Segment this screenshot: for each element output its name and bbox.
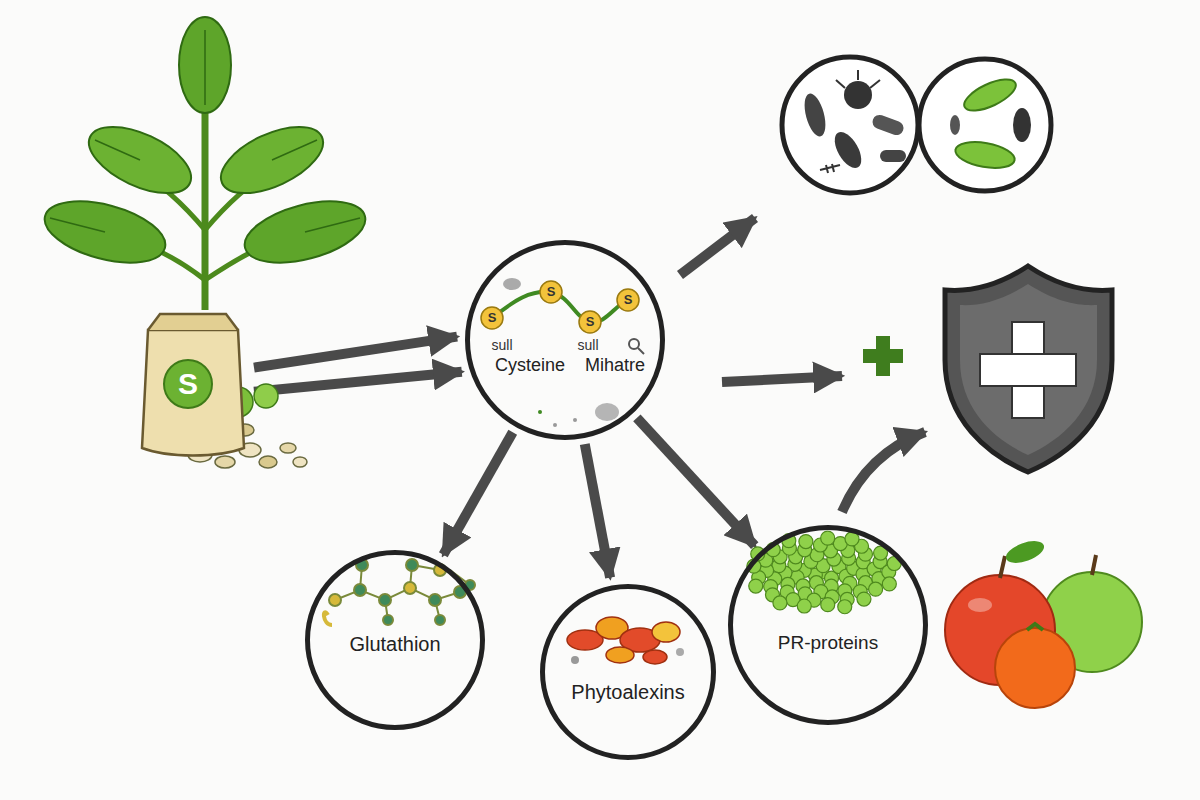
flow-arrow [585,444,610,578]
molecule-label: sull [577,338,598,353]
node-label: Cysteine [495,355,565,376]
plant [38,17,372,310]
atom-symbol: S [624,293,633,307]
process-circle: Glutathion [305,550,485,730]
flow-arrow [443,432,512,555]
flow-arrow [637,418,755,546]
atom-symbol: S [586,315,595,329]
atom-symbol: S [488,311,497,325]
node-label: Glutathion [349,633,440,656]
node-label: PR-proteins [778,632,878,654]
plus-sign [863,336,903,376]
node-outline [728,525,928,725]
flow-arrow [254,372,462,392]
fruits [945,537,1142,708]
pathogen-circles [782,57,1051,193]
process-circle: Phytoalexins [540,584,716,760]
flow-arrow [254,337,457,368]
process-circle: PR-proteins [728,525,928,725]
element-symbol: S [178,367,198,402]
phytoalexin-blobs [567,617,684,664]
atom-symbol: S [547,285,556,299]
node-outline [540,584,716,760]
node-label: Mihatre [585,355,645,376]
node-label: Phytoalexins [571,681,684,704]
molecule-label: sull [491,338,512,353]
shield [945,266,1112,472]
effect-arrows [680,218,925,512]
cysteine-molecule [481,278,644,427]
fertilizer-bag: S [138,308,248,458]
